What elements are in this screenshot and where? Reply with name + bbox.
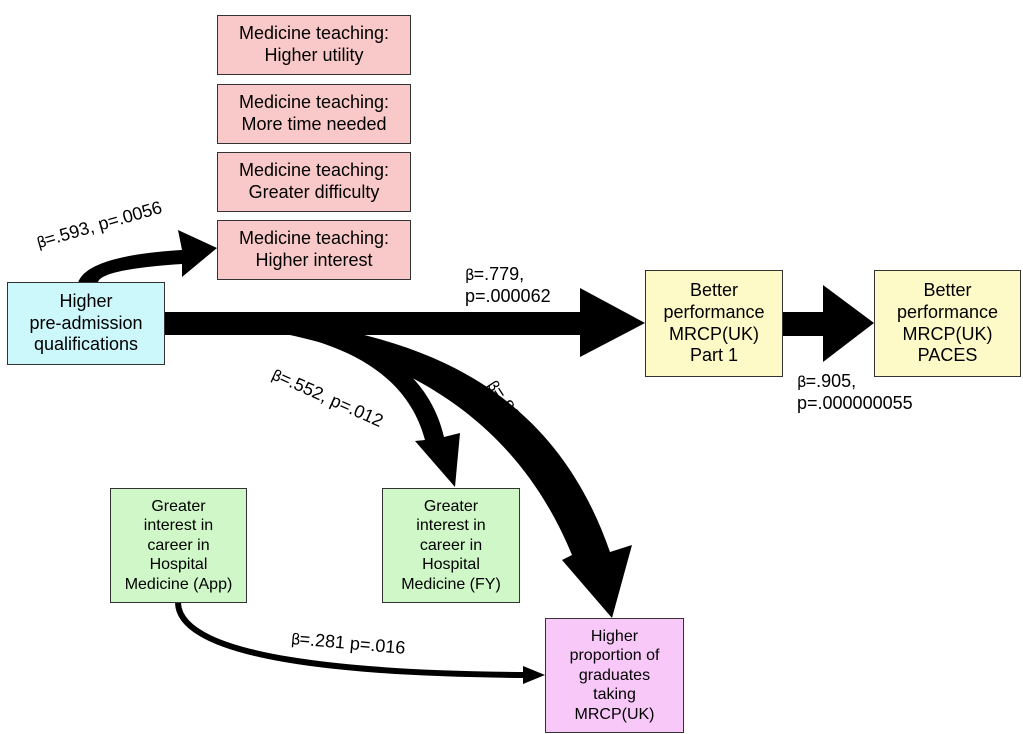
box-text-line: interest in xyxy=(143,517,214,535)
box-text-line: Medicine teaching: xyxy=(238,92,390,113)
arrow-qual-to-part1 xyxy=(165,288,645,357)
arrow-app-to-graduates-head xyxy=(523,666,545,684)
label-779: β=.779, p=.000062 xyxy=(465,264,551,306)
box-text-line: interest in xyxy=(416,517,486,535)
box-medicine-interest: Medicine teaching:Higher interest xyxy=(217,220,411,280)
box-text-line: Higher utility xyxy=(264,45,364,65)
box-text-line: Higher xyxy=(590,627,639,645)
box-text-line: More time needed xyxy=(241,114,387,134)
box-medicine-utility: Medicine teaching:Higher utility xyxy=(217,15,411,75)
arrow-part1-to-paces xyxy=(782,285,874,362)
beta-symbol: β xyxy=(465,266,475,284)
box-text-line: Better xyxy=(923,279,972,300)
box-text-line: Hospital xyxy=(422,556,480,574)
arrow-qual-to-interest xyxy=(78,230,217,283)
box-text-line: Greater xyxy=(151,497,206,515)
box-text-line: Greater difficulty xyxy=(248,182,380,202)
box-text-line: Higher xyxy=(59,290,113,311)
box-text-line: proportion of xyxy=(569,647,660,665)
box-text-line: career in xyxy=(147,536,210,554)
box-text-line: Higher interest xyxy=(255,250,373,270)
box-text-line: Medicine (FY) xyxy=(401,575,501,593)
beta-symbol: β xyxy=(797,373,807,391)
label-905: β=.905, p=.000000055 xyxy=(797,371,913,413)
box-text-line: performance xyxy=(896,301,999,322)
box-text-line: Medicine teaching: xyxy=(238,160,390,181)
box-text-line: pre-admission xyxy=(29,312,143,333)
box-text-line: Part 1 xyxy=(689,345,739,366)
box-text-line: taking xyxy=(593,686,636,704)
box-text-line: MRCP(UK) xyxy=(574,705,655,723)
box-medicine-difficulty: Medicine teaching:Greater difficulty xyxy=(217,152,411,212)
box-text-line: Hospital xyxy=(149,556,208,574)
box-text-line: graduates xyxy=(578,666,651,684)
box-text-line: career in xyxy=(419,536,483,554)
box-text-line: Better xyxy=(689,279,739,300)
arrow-qual-to-graduates xyxy=(165,312,632,618)
box-text-line: Medicine (App) xyxy=(124,575,233,593)
arrow-app-to-graduates xyxy=(175,602,528,678)
box-text-line: Medicine teaching: xyxy=(238,228,390,249)
box-text-line: MRCP(UK) xyxy=(902,323,993,344)
box-text-line: PACES xyxy=(917,345,978,366)
box-text-line: MRCP(UK) xyxy=(669,323,759,344)
box-medicine-time: Medicine teaching:More time needed xyxy=(217,84,411,144)
box-text-line: Medicine teaching: xyxy=(238,23,390,44)
box-text-line: Greater xyxy=(423,497,479,515)
box-text-line: performance xyxy=(663,301,765,322)
box-text-line: qualifications xyxy=(33,334,139,355)
